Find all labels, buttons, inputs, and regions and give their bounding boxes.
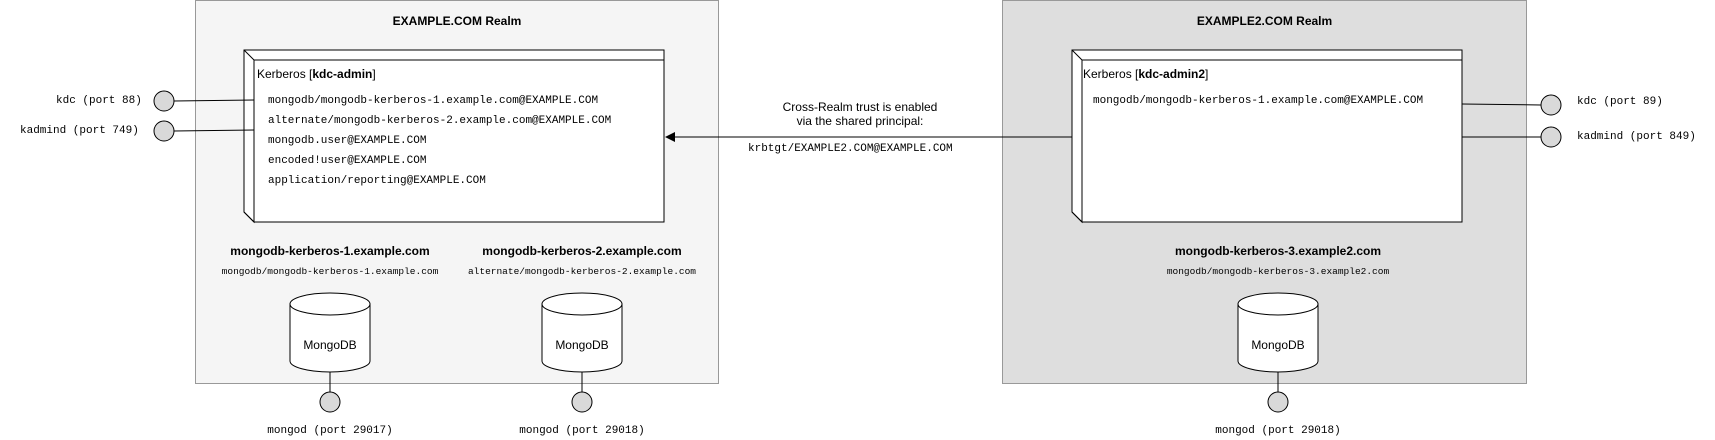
shared-principal: krbtgt/EXAMPLE2.COM@EXAMPLE.COM [748,143,953,155]
kdc-title-host: kdc-admin2 [1138,67,1206,81]
mongodb-label: MongoDB [1251,338,1305,352]
principal-item: mongodb/mongodb-kerberos-1.example.com@E… [1093,95,1424,107]
host-name: mongodb-kerberos-2.example.com [482,244,682,258]
kdc-title-prefix: Kerberos [ [1083,67,1139,81]
kdc-box-example2-com [1071,49,1463,224]
mongodb-label: MongoDB [555,338,609,352]
kdc-box-example-com [243,49,665,224]
kadmind-port-label: kadmind (port 749) [20,125,139,137]
kdc-title-host: kdc-admin [312,67,373,81]
mongod-port-label: mongod (port 29017) [267,425,393,437]
kdc-title: Kerberos [kdc-admin2] [1083,67,1208,81]
realm-title: EXAMPLE2.COM Realm [1196,14,1333,28]
realm-title: EXAMPLE.COM Realm [392,14,522,28]
host-name: mongodb-kerberos-1.example.com [230,244,430,258]
kdc-port-label: kdc (port 89) [1577,96,1663,108]
mongodb-label: MongoDB [303,338,357,352]
principal-item: application/reporting@EXAMPLE.COM [268,175,486,187]
mongod-port-icon [1267,391,1289,413]
cross-realm-description: Cross-Realm trust is enabled via the sha… [730,100,990,128]
kdc-title: Kerberos [kdc-admin] [257,67,376,81]
principal-item: mongodb.user@EXAMPLE.COM [268,135,427,147]
mongodb-cylinder [1237,292,1319,373]
principal-item: alternate/mongodb-kerberos-2.example.com… [268,115,612,127]
host-principal: alternate/mongodb-kerberos-2.example.com [467,266,697,277]
kadmind-port-label: kadmind (port 849) [1577,131,1696,143]
mongodb-cylinder [289,292,371,373]
kdc-title-suffix: ] [1205,67,1209,81]
mongod-port-label: mongod (port 29018) [1215,425,1341,437]
mongodb-cylinder [541,292,623,373]
kadmind-port-icon [1540,126,1562,148]
mongod-port-label: mongod (port 29018) [519,425,645,437]
kdc-title-prefix: Kerberos [ [257,67,313,81]
principal-item: mongodb/mongodb-kerberos-1.example.com@E… [268,95,599,107]
mongod-port-icon [571,391,593,413]
kdc-port-label: kdc (port 88) [56,95,142,107]
cross-realm-line-2: via the shared principal: [796,114,924,128]
kdc-title-suffix: ] [372,67,376,81]
kdc-port-icon [1540,94,1562,116]
host-principal: mongodb/mongodb-kerberos-1.example.com [221,266,439,277]
kdc-port-icon [153,90,175,112]
mongod-port-icon [319,391,341,413]
principal-item: encoded!user@EXAMPLE.COM [268,155,427,167]
host-principal: mongodb/mongodb-kerberos-3.example2.com [1166,266,1390,277]
cross-realm-line-1: Cross-Realm trust is enabled [782,100,938,114]
host-name: mongodb-kerberos-3.example2.com [1174,244,1382,258]
kadmind-port-icon [153,120,175,142]
